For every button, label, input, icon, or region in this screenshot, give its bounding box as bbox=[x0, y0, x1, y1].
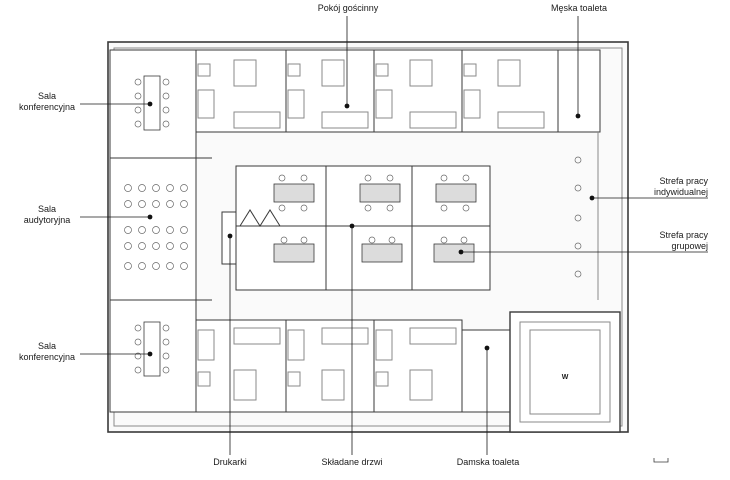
auditorium-room bbox=[109, 157, 197, 301]
stair-core bbox=[509, 311, 621, 433]
label-group-work-line2: grupowej bbox=[671, 241, 708, 251]
mens-toilet-room bbox=[557, 49, 601, 133]
folding-door-icon bbox=[239, 209, 281, 227]
womens-toilet-room bbox=[461, 329, 511, 413]
guest-room-top-2 bbox=[285, 49, 375, 133]
label-conference-top-line1: Sala bbox=[37, 91, 56, 101]
label-folding-doors: Składane drzwi bbox=[321, 457, 383, 467]
guest-room-bottom-3 bbox=[373, 319, 463, 413]
label-group-work: Strefa pracy grupowej bbox=[630, 230, 708, 252]
label-auditorium-line2: audytoryjna bbox=[23, 215, 71, 225]
label-guest-room: Pokój gościnny bbox=[317, 3, 379, 13]
label-womens-toilet: Damska toaleta bbox=[456, 457, 520, 467]
label-mens-toilet: Męska toaleta bbox=[550, 3, 608, 13]
guest-room-top-3 bbox=[373, 49, 463, 133]
label-printers: Drukarki bbox=[213, 457, 247, 467]
guest-room-bottom-2 bbox=[285, 319, 375, 413]
label-conference-top: Sala konferencyjna bbox=[14, 91, 80, 113]
label-auditorium-line1: Sala bbox=[37, 204, 56, 214]
guest-room-top-1 bbox=[195, 49, 287, 133]
label-conference-bottom-line1: Sala bbox=[37, 341, 56, 351]
stair-mark: W bbox=[561, 374, 569, 381]
label-conference-bottom: Sala konferencyjna bbox=[14, 341, 80, 363]
label-conference-bottom-line2: konferencyjna bbox=[18, 352, 76, 362]
label-individual-work-line1: Strefa pracy bbox=[659, 176, 708, 186]
scale-bar bbox=[653, 458, 669, 463]
guest-room-bottom-1 bbox=[195, 319, 287, 413]
label-conference-top-line2: konferencyjna bbox=[18, 102, 76, 112]
label-individual-work-line2: indywidualnej bbox=[653, 187, 708, 197]
label-group-work-line1: Strefa pracy bbox=[659, 230, 708, 240]
label-individual-work: Strefa pracy indywidualnej bbox=[630, 176, 708, 198]
label-auditorium: Sala audytoryjna bbox=[14, 204, 80, 226]
